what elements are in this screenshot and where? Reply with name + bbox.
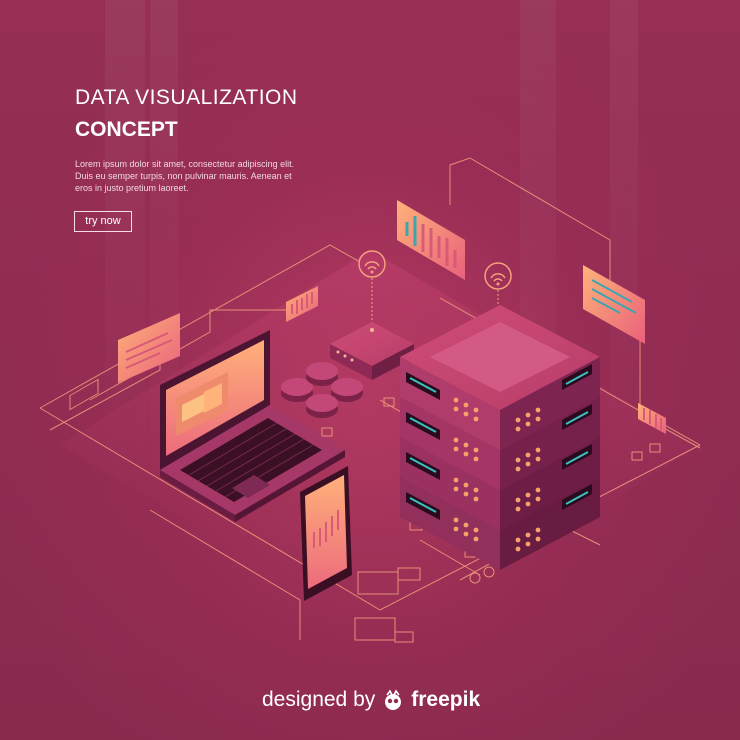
body-line-2: Duis eu semper turpis, non pulvinar maur…	[75, 171, 292, 181]
router-icon	[330, 322, 414, 380]
credit-prefix: designed by	[262, 688, 376, 711]
chart-panel-icon	[638, 403, 666, 434]
try-now-button[interactable]: try now	[74, 211, 132, 232]
headline-line-1: DATA VISUALIZATION	[75, 86, 298, 109]
server-unit	[400, 397, 600, 490]
server-unit	[400, 357, 600, 450]
wifi-icon	[358, 250, 386, 328]
headline: DATA VISUALIZATION CONCEPT	[75, 86, 298, 142]
headline-line-2: CONCEPT	[75, 118, 178, 141]
body-line-1: Lorem ipsum dolor sit amet, consectetur …	[75, 159, 295, 169]
database-disks-icon	[281, 362, 363, 418]
chart-panel-icon	[118, 313, 180, 383]
server-rack-icon	[400, 305, 600, 570]
smartphone-icon	[300, 466, 352, 601]
chart-panel-icon	[286, 286, 318, 322]
freepik-logo-icon	[385, 689, 402, 710]
body-text: Lorem ipsum dolor sit amet, consectetur …	[75, 158, 315, 194]
credit: designed by freepik	[262, 686, 480, 714]
server-unit	[400, 477, 600, 570]
body-line-3: eros in justo pretium laoreet.	[75, 183, 189, 193]
credit-brand: freepik	[411, 688, 481, 711]
server-unit	[400, 437, 600, 530]
chart-panel-icon	[397, 200, 465, 280]
chart-panel-icon	[583, 265, 645, 344]
laptop-icon	[160, 330, 345, 522]
